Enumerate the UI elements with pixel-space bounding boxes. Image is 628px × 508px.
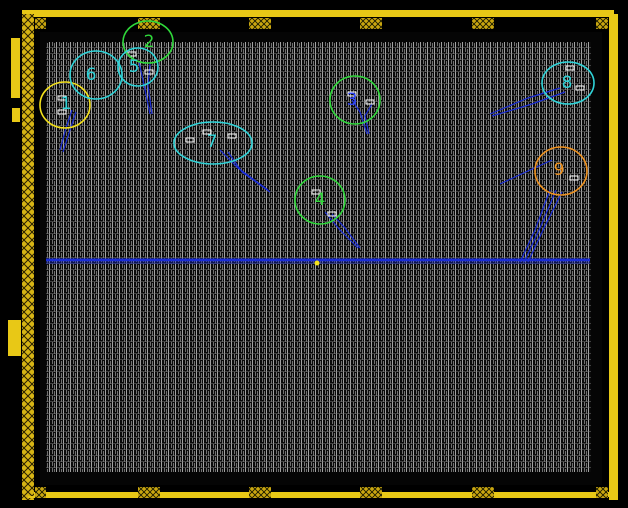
- marker-label: 2: [144, 32, 155, 52]
- marker-6[interactable]: 6: [69, 50, 123, 100]
- marker-ring: [329, 75, 381, 125]
- marker-label: 7: [207, 132, 218, 152]
- marker-label: 9: [554, 160, 565, 180]
- pad-ring: [22, 10, 618, 500]
- marker-label: 4: [315, 190, 326, 210]
- horizontal-route: [46, 258, 590, 266]
- marker-label: 3: [347, 90, 358, 110]
- marker-5[interactable]: 5: [117, 47, 159, 87]
- marker-8[interactable]: 8: [541, 61, 595, 105]
- marker-4[interactable]: 4: [294, 175, 346, 225]
- marker-ring: [117, 47, 159, 87]
- marker-ring: [122, 20, 174, 64]
- marker-ring: [173, 121, 253, 165]
- bottom-io-pads: [35, 487, 608, 498]
- marker-2[interactable]: 2: [122, 20, 174, 64]
- marker-label: 5: [129, 57, 140, 77]
- marker-3[interactable]: 3: [329, 75, 381, 125]
- marker-ring: [39, 81, 91, 129]
- marker-1[interactable]: 1: [39, 81, 91, 129]
- marker-ring: [541, 61, 595, 105]
- net-routes: [59, 61, 566, 263]
- marker-9[interactable]: 9: [534, 146, 588, 196]
- marker-label: 1: [61, 94, 72, 114]
- marker-ring: [534, 146, 588, 196]
- marker-7[interactable]: 7: [173, 121, 253, 165]
- marker-label: 8: [562, 73, 573, 93]
- marker-ring: [294, 175, 346, 225]
- left-pin-strips: [8, 38, 21, 356]
- marker-ring: [69, 50, 123, 100]
- marker-label: 6: [86, 65, 97, 85]
- top-io-pads: [35, 18, 608, 29]
